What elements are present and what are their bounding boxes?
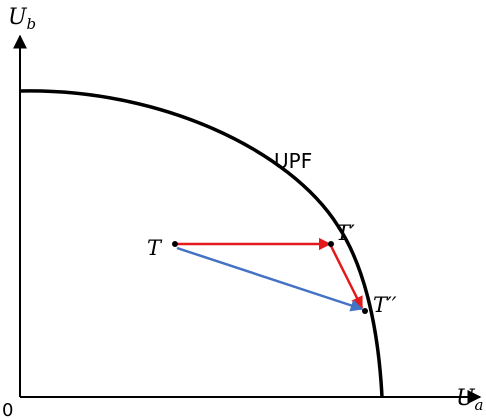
origin-label: 0 xyxy=(2,400,13,419)
label-t-double-prime: T′′ xyxy=(373,293,397,317)
upf-curve xyxy=(19,89,384,398)
y-axis-label: Ub xyxy=(8,5,36,33)
point-t-prime xyxy=(328,241,334,247)
arrow-t-prime-to-t-double-prime xyxy=(328,243,364,310)
point-t-double-prime xyxy=(362,308,368,314)
x-axis-label: Ua xyxy=(456,386,484,414)
upf-label: UPF xyxy=(274,149,312,173)
arrow-t-to-t-double-prime xyxy=(176,246,364,312)
label-t-prime: T′ xyxy=(336,221,355,245)
label-t: T xyxy=(147,236,163,260)
point-t xyxy=(172,241,178,247)
